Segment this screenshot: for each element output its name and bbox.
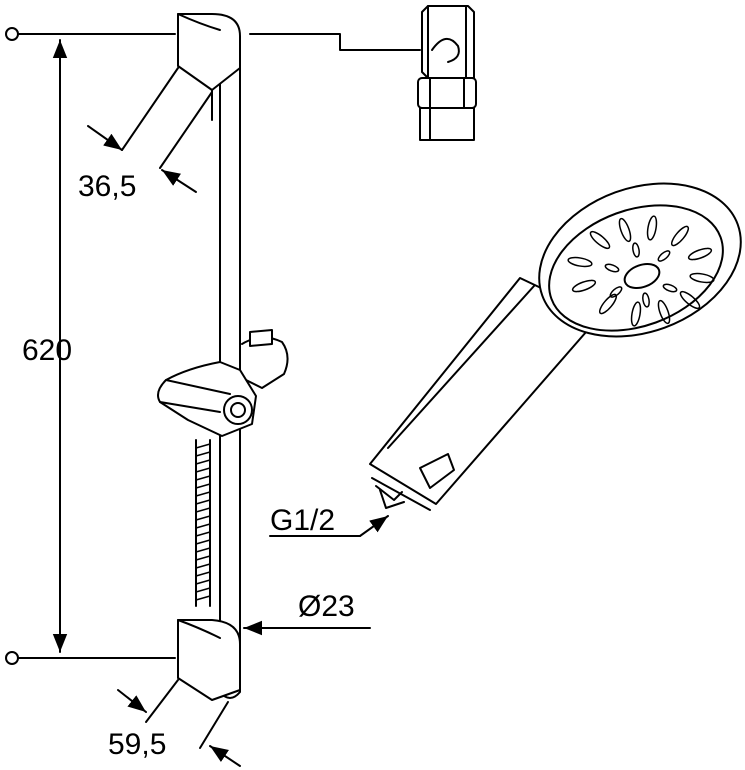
spray-nozzles [567,215,715,327]
shower-hose [195,439,211,607]
bottom-reference-point [5,651,19,665]
hand-shower [369,182,742,511]
bottom-wall-bracket [177,619,241,701]
wall-connector-detail [249,5,477,141]
thread-label: G1/2 [270,504,335,537]
shower-head-rim [538,182,742,338]
top-bracket-dimension [87,67,213,193]
bottom-bracket-dimension [117,679,241,767]
sliding-holder [157,329,289,437]
height-label: 620 [22,334,72,367]
shower-head-face [548,204,724,332]
bar-diameter-label: Ø23 [298,590,355,623]
top-bracket-depth-label: 36,5 [78,170,136,203]
height-dimension [5,27,176,665]
bottom-bracket-depth-label: 59,5 [108,728,166,761]
top-wall-bracket [177,13,241,121]
thread-dimension [269,515,389,537]
top-reference-point [5,27,19,41]
